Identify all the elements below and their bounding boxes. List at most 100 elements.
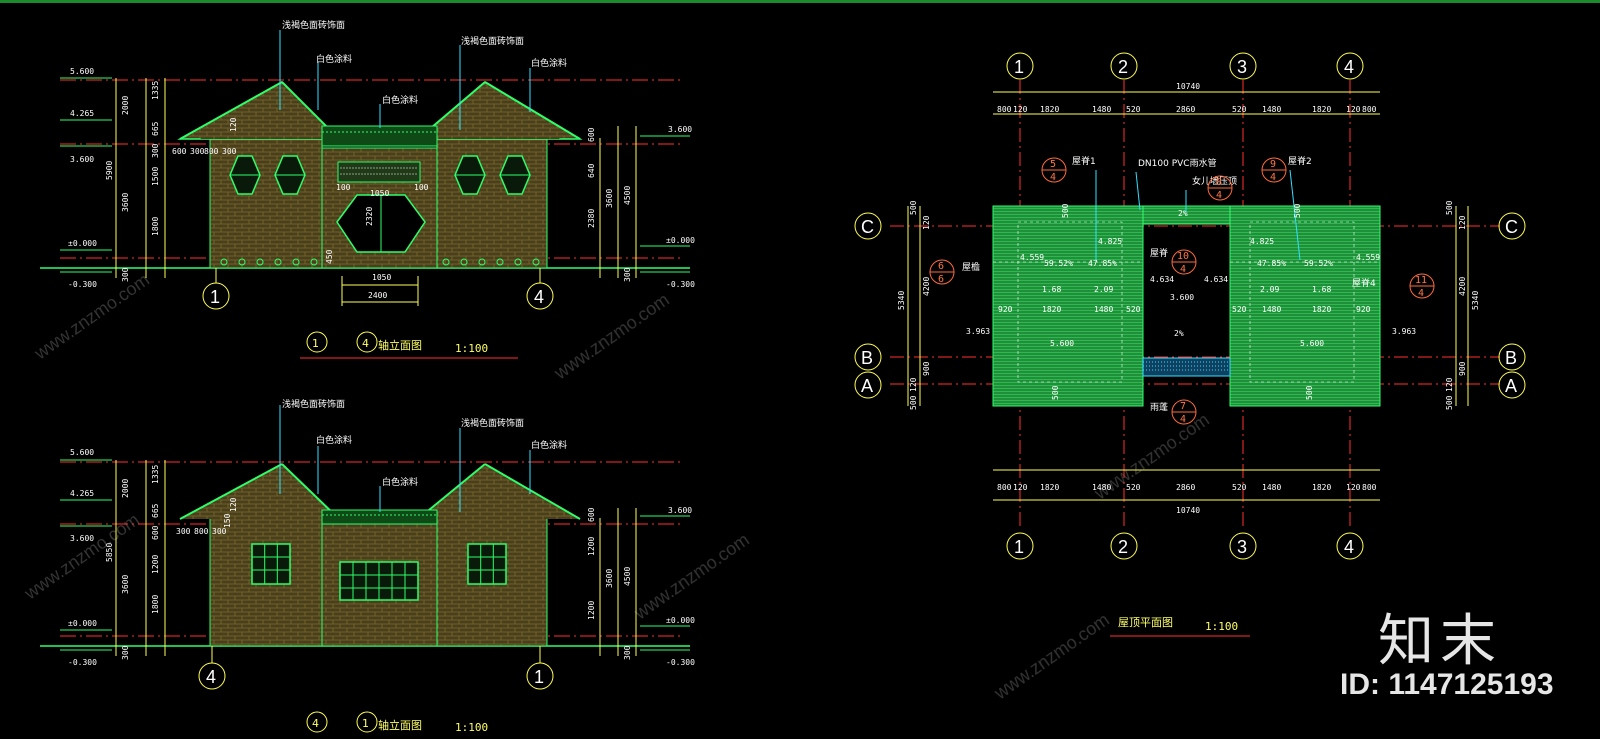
elevation-scale: 1:100 bbox=[455, 721, 488, 734]
dim: 1480 bbox=[1262, 105, 1281, 114]
elevation-1-4: 浅褐色面砖饰面 白色涂料 白色涂料 浅褐色面砖饰面 白色涂料 5.600 4.2… bbox=[40, 19, 695, 359]
dim: 520 bbox=[1126, 105, 1141, 114]
dim: 4200 bbox=[1458, 277, 1467, 296]
roof-plan-scale: 1:100 bbox=[1205, 620, 1238, 633]
dim-total: 10740 bbox=[1176, 506, 1200, 515]
label-white-b: 白色涂料 bbox=[531, 439, 567, 451]
dim: 1050 bbox=[370, 189, 389, 198]
label-brick-a: 浅褐色面砖饰面 bbox=[282, 398, 345, 410]
axis-2: 2 bbox=[1118, 57, 1128, 77]
dim: 120 bbox=[1458, 215, 1467, 230]
dim: 2860 bbox=[1176, 483, 1195, 492]
dim: 500 bbox=[1061, 203, 1070, 218]
detail-mark: 6 bbox=[938, 261, 944, 272]
level-r0: ±0.000 bbox=[666, 616, 695, 625]
level-4265: 4.265 bbox=[70, 489, 94, 498]
dim: 450 bbox=[325, 249, 334, 264]
detail-mark: 4 bbox=[1180, 264, 1186, 275]
slope: 2% bbox=[1174, 329, 1184, 338]
dim: 3600 bbox=[605, 189, 614, 208]
dim: 2.09 bbox=[1094, 285, 1113, 294]
detail-mark: 11 bbox=[1415, 275, 1427, 286]
dim: 300 bbox=[121, 645, 130, 660]
dim: 800 bbox=[1362, 105, 1377, 114]
dim: 300 bbox=[623, 645, 632, 660]
detail-mark: 10 bbox=[1177, 251, 1189, 262]
axis-1: 1 bbox=[1014, 57, 1024, 77]
label-white-b: 白色涂料 bbox=[531, 57, 567, 69]
image-id-label: ID: 1147125193 bbox=[1340, 668, 1554, 701]
detail-mark: 4 bbox=[1216, 190, 1222, 201]
dim: 1820 bbox=[1042, 305, 1061, 314]
dim: 1820 bbox=[1312, 483, 1331, 492]
dim: 1820 bbox=[1312, 305, 1331, 314]
dim: 120 bbox=[229, 117, 238, 132]
dim: 120 bbox=[229, 497, 238, 512]
slope: 47.85% bbox=[1257, 259, 1286, 268]
dim: 800 bbox=[997, 105, 1012, 114]
watermark-text: www.znzmo.com bbox=[550, 289, 673, 383]
dim: 4500 bbox=[623, 567, 632, 586]
dim: 1480 bbox=[1262, 305, 1281, 314]
title-axis-a: 1 bbox=[312, 337, 319, 350]
level: 4.559 bbox=[1356, 253, 1380, 262]
label-eave: 屋檐 bbox=[962, 261, 980, 273]
dim: 5900 bbox=[105, 161, 114, 180]
dim: 800 bbox=[997, 483, 1012, 492]
dim: 1050 bbox=[372, 273, 391, 282]
dim: 120 bbox=[909, 377, 918, 392]
label-brick-b: 浅褐色面砖饰面 bbox=[461, 417, 524, 429]
label-ridge2: 屋脊2 bbox=[1288, 155, 1312, 167]
dim: 2.09 bbox=[1260, 285, 1279, 294]
dim: 1335 bbox=[151, 81, 160, 100]
dim: 5340 bbox=[897, 291, 906, 310]
label-white-a: 白色涂料 bbox=[316, 53, 352, 65]
dim: 1820 bbox=[1040, 105, 1059, 114]
level-4265: 4.265 bbox=[70, 109, 94, 118]
dim: 2860 bbox=[1176, 105, 1195, 114]
dim: 640 bbox=[587, 163, 596, 178]
top-border-line bbox=[0, 0, 1600, 3]
detail-mark: 7 bbox=[1180, 401, 1186, 412]
dim: 500 bbox=[1445, 395, 1454, 410]
dim: 500 bbox=[1305, 385, 1314, 400]
dim: 900 bbox=[1458, 361, 1467, 376]
level-3600: 3.600 bbox=[70, 155, 94, 164]
dim: 1200 bbox=[151, 555, 160, 574]
label-gutter: 屋脊4 bbox=[1352, 277, 1376, 289]
elevation-scale: 1:100 bbox=[455, 342, 488, 355]
label-canopy: 雨蓬 bbox=[1150, 401, 1168, 413]
dim: 120 bbox=[1346, 483, 1361, 492]
dim: 5340 bbox=[1471, 291, 1480, 310]
dim: 120 bbox=[1013, 105, 1028, 114]
label-ridge1: 屋脊1 bbox=[1072, 155, 1096, 167]
level-0: ±0.000 bbox=[68, 619, 97, 628]
dim-total: 10740 bbox=[1176, 82, 1200, 91]
level: 4.634 bbox=[1204, 275, 1228, 284]
dim: 1200 bbox=[587, 601, 596, 620]
dim: 120 bbox=[922, 215, 931, 230]
level: 5.600 bbox=[1050, 339, 1074, 348]
dim: 665 bbox=[151, 503, 160, 518]
axis-3: 3 bbox=[1237, 537, 1247, 557]
axis-b: B bbox=[861, 348, 873, 368]
dim: 120 bbox=[1346, 105, 1361, 114]
level: 5.600 bbox=[1300, 339, 1324, 348]
dim: 3600 bbox=[605, 569, 614, 588]
level-0: ±0.000 bbox=[68, 239, 97, 248]
dim: 520 bbox=[1232, 483, 1247, 492]
dim: 800 bbox=[194, 527, 209, 536]
level: 3.600 bbox=[1170, 293, 1194, 302]
label-valley: 屋脊 bbox=[1150, 247, 1168, 259]
dim: 920 bbox=[1356, 305, 1371, 314]
dim: 600 bbox=[587, 127, 596, 142]
dim: 150 bbox=[223, 513, 232, 528]
dim: 2380 bbox=[587, 209, 596, 228]
axis-4: 4 bbox=[206, 667, 216, 687]
dim: 3600 bbox=[121, 575, 130, 594]
axis-4: 4 bbox=[1344, 537, 1354, 557]
dim: 300 bbox=[121, 267, 130, 282]
dim: 1.68 bbox=[1312, 285, 1331, 294]
level: 4.825 bbox=[1250, 237, 1274, 246]
